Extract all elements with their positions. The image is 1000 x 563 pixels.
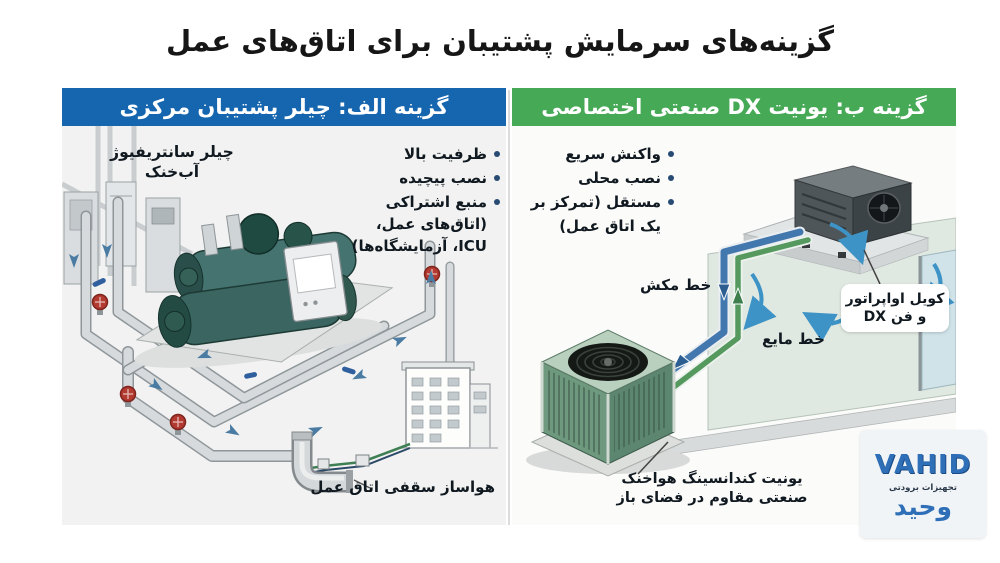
evap-leader-line [863,249,881,285]
flow-arrow-icons [69,244,436,438]
control-lines [297,442,411,475]
bullet-item: نصب پیچیده [350,166,500,190]
bullet-item: مستقل (تمرکز بر یک اتاق عمل) [522,190,674,238]
dx-unit-illustration [526,165,956,477]
hospital-building-icon [398,361,498,449]
label-ahu: هواساز سقفی اتاق عمل [310,478,495,496]
label-suction-line: خط مکش [640,276,712,294]
refrigerant-pipes [642,226,813,401]
vahid-logo-persian: وحید [893,491,953,521]
bullet-item: واکنش سریع [522,142,674,166]
bullet-text: مستقل (تمرکز بر یک اتاق عمل) [530,193,661,235]
panel-a-bullets: ظرفیت بالا نصب پیچیده منبع اشتراکی (اتاق… [350,142,500,258]
ahu-leader-line [353,479,371,489]
condensing-unit-icon [526,329,690,477]
bullet-item: ظرفیت بالا [350,142,500,166]
label-chiller: چیلر سانتریفیوژ آب‌خنک [110,143,234,182]
vahid-logo: VAHID تجهیزات برودتی وحید [860,430,986,538]
bullet-text: نصب محلی [578,169,661,187]
panel-option-b: گزینه ب: یونیت DX صنعتی اختصاصی [512,88,986,538]
chiller-illustration [62,126,498,493]
panel-option-a: گزینه الف: چیلر پشتیبان مرکزی [62,88,506,525]
label-condensing-unit: یونیت کندانسینگ هواخنک صنعتی مقاوم در فض… [616,471,808,506]
bullet-dot-icon [494,199,500,205]
bullet-dot-icon [668,199,674,205]
panel-b-body: خط مکش خط مایع کویل اواپراتور و فن DX یو… [512,126,986,538]
vahid-logo-tagline: تجهیزات برودتی [888,482,958,493]
bullet-text: منبع اشتراکی [385,193,487,211]
condensing-leader-line [637,441,669,475]
bullet-text: نصب پیچیده [399,169,487,187]
bullet-text: ظرفیت بالا [404,145,487,163]
panel-b-bullets: واکنش سریع نصب محلی مستقل (تمرکز بر یک ا… [522,142,674,238]
bullet-item: منبع اشتراکی [350,190,500,214]
panel-divider [508,90,510,525]
ahu-duct-icon [291,431,353,493]
blue-valve-icons [92,278,356,379]
red-valve-icons [91,265,441,435]
bullet-dot-icon [668,175,674,181]
label-liquid-line: خط مایع [762,330,825,348]
bullet-item: نصب محلی [522,166,674,190]
bullet-dot-icon [668,151,674,157]
panel-b-header: گزینه ب: یونیت DX صنعتی اختصاصی [512,88,956,126]
bullet-text: واکنش سریع [565,145,661,163]
bullet-note: (اتاق‌های عمل، ICU، آزمایشگاه‌ها) [351,215,487,255]
label-evaporator-coil: کویل اواپراتور و فن DX [841,284,949,333]
panel-a-body: چیلر سانتریفیوژ آب‌خنک هواساز سقفی اتاق … [62,126,506,525]
centrifugal-chiller-icon [134,213,394,368]
bullet-dot-icon [494,175,500,181]
panel-a-header: گزینه الف: چیلر پشتیبان مرکزی [62,88,506,126]
vahid-logo-latin: VAHID [874,449,972,480]
page-title: گزینه‌های سرمایش پشتیبان برای اتاق‌های ع… [166,24,834,58]
bullet-dot-icon [494,151,500,157]
